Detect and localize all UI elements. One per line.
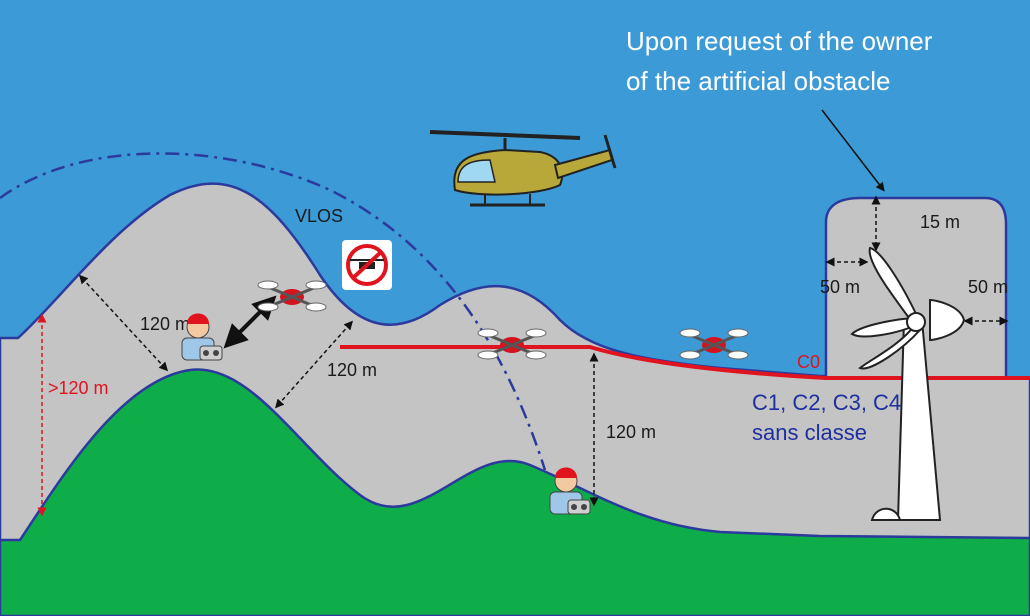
right-margin-label: 50 m	[968, 277, 1008, 297]
left-margin-label: 50 m	[820, 277, 860, 297]
distance-label-left: 120 m	[140, 314, 190, 334]
classes-line1: C1, C2, C3, C4,	[752, 390, 907, 415]
helicopter	[429, 130, 617, 207]
pilot-icon-right	[549, 467, 591, 515]
pilot-icon-left	[181, 313, 223, 361]
c0-label: C0	[797, 352, 820, 372]
ground	[0, 368, 1030, 616]
height-limit-line	[340, 345, 1030, 380]
distance-label-right: 120 m	[606, 422, 656, 442]
annotation-line1: Upon request of the owner	[626, 26, 933, 56]
drone-icon-left	[257, 280, 327, 312]
gt120-label: >120 m	[48, 378, 109, 398]
annotation-arrow	[821, 109, 885, 192]
wind-turbine	[850, 246, 966, 521]
vlos-label: VLOS	[295, 206, 343, 226]
drone-icon-middle	[477, 328, 547, 360]
no-drone-sign-icon	[342, 240, 392, 290]
top-margin-label: 15 m	[920, 212, 960, 232]
drone-icon-right	[679, 328, 749, 360]
distance-label-mid: 120 m	[327, 360, 377, 380]
annotation-line2: of the artificial obstacle	[626, 66, 890, 96]
classes-line2: sans classe	[752, 420, 867, 445]
